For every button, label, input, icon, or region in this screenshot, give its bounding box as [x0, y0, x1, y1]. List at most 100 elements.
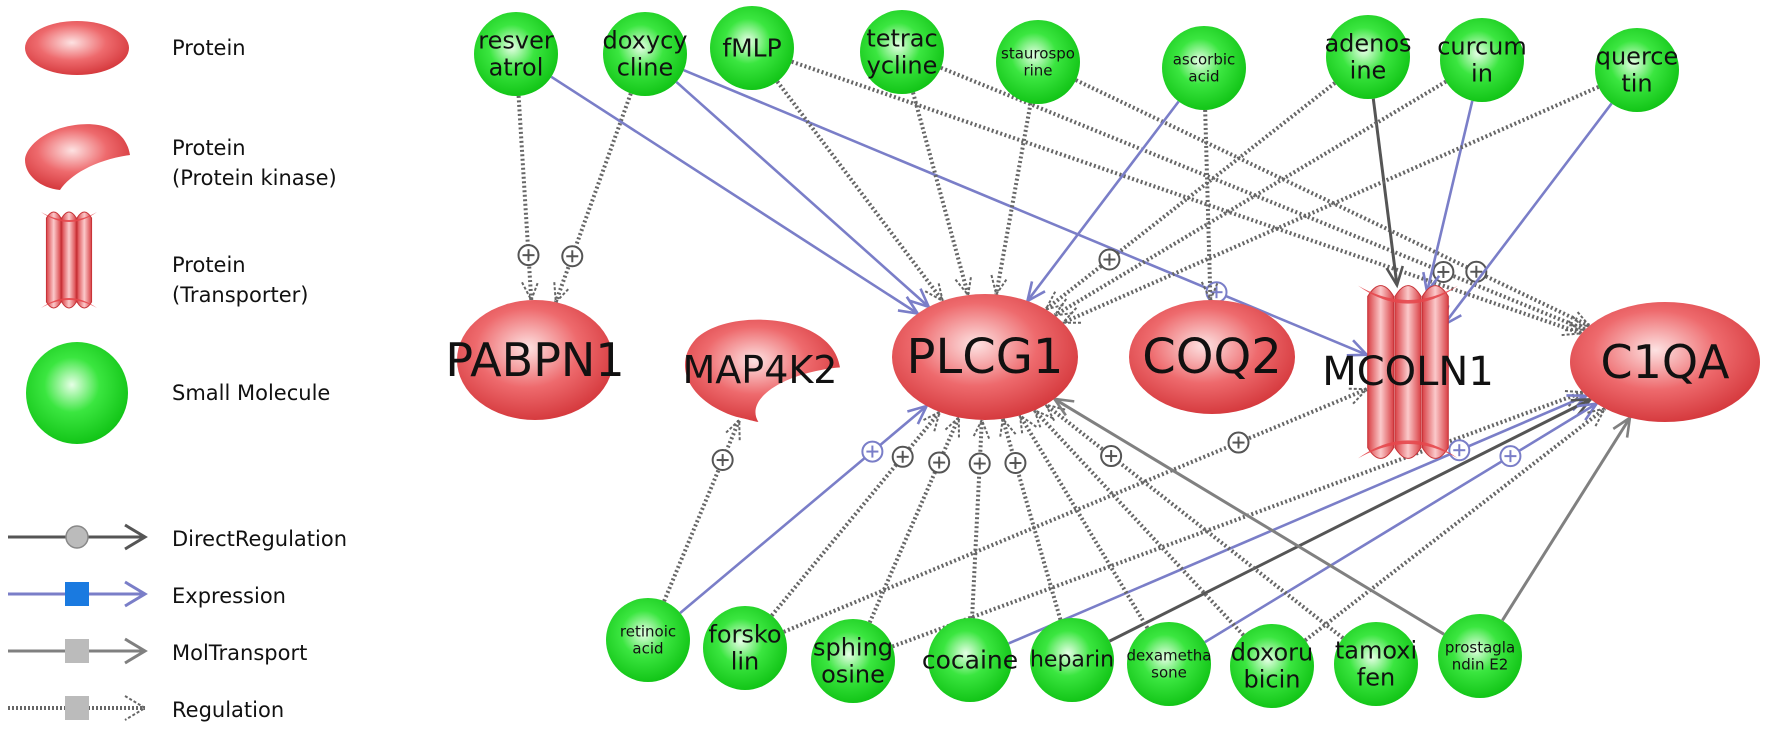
arrowhead-icon — [1052, 298, 1075, 317]
node-label: tetrac — [866, 25, 937, 53]
edge-resveratrol-PLCG1[interactable] — [550, 75, 921, 316]
small-molecule-shape — [811, 619, 895, 703]
node-label: doxoru — [1231, 639, 1313, 667]
edge-retinoic-PLCG1[interactable] — [679, 403, 930, 614]
edge-tetracycline-PLCG1[interactable] — [911, 92, 973, 298]
node-label: resver — [478, 27, 554, 55]
expression-marker-icon — [65, 582, 89, 606]
edge-sphingosine-PLCG1[interactable] — [867, 415, 961, 624]
small-molecule-shape — [1438, 614, 1522, 698]
regulation-marker-icon — [65, 696, 89, 720]
edge-line — [1442, 102, 1613, 326]
edge-doxorubicin-PLCG1[interactable] — [1032, 408, 1245, 637]
transporter-tube — [1421, 285, 1449, 459]
direct-marker-icon — [65, 525, 89, 549]
edge-ascorbic-COQ2[interactable] — [1200, 109, 1219, 303]
node-label: forsko — [708, 621, 781, 649]
small-molecule-shape — [474, 12, 558, 96]
node-label: retinoic — [620, 623, 676, 641]
edge-line — [1044, 403, 1345, 640]
node-PLCG1[interactable]: PLCG1 — [892, 294, 1078, 420]
plus-icon — [891, 445, 914, 468]
node-fMLP[interactable]: fMLP — [710, 6, 794, 90]
node-PABPN1[interactable]: PABPN1 — [445, 300, 625, 420]
node-heparin[interactable]: heparin — [1030, 618, 1114, 702]
legend-transporter-label-2: (Transporter) — [172, 283, 308, 307]
edge-retinoic-MAP4K2[interactable] — [662, 417, 742, 602]
node-label: doxycy — [603, 27, 688, 55]
edge-doxorubicin-C1QA[interactable] — [1303, 406, 1607, 642]
edge-line — [1108, 398, 1592, 643]
node-label: fMLP — [722, 34, 781, 63]
arrowhead-icon — [1561, 318, 1584, 337]
edge-staurosporine-C1QA[interactable] — [1075, 78, 1592, 328]
edge-forskolin-MCOLN1[interactable] — [783, 387, 1370, 634]
edge-cocaine-C1QA[interactable] — [1008, 394, 1590, 645]
edge-doxycycline-PABPN1[interactable] — [553, 92, 633, 305]
edge-ascorbic-PLCG1[interactable] — [1025, 100, 1180, 304]
edge-cocaine-PLCG1[interactable] — [968, 417, 991, 619]
node-MAP4K2[interactable]: MAP4K2 — [683, 319, 840, 422]
edge-prostaglandin-C1QA[interactable] — [1501, 415, 1632, 622]
edge-line — [679, 405, 928, 614]
edge-staurosporine-PLCG1[interactable] — [990, 102, 1033, 297]
edge-quercetin-MCOLN1[interactable] — [1441, 102, 1613, 328]
edge-sphingosine-C1QA[interactable] — [891, 389, 1586, 649]
edge-adenosine-PLCG1[interactable] — [1043, 81, 1337, 311]
edge-curcumin-PLCG1[interactable] — [1052, 79, 1447, 318]
edge-heparin-C1QA[interactable] — [1108, 397, 1594, 643]
edge-line — [1053, 397, 1445, 636]
small-molecule-shape — [860, 10, 944, 94]
edge-tamoxifen-PLCG1[interactable] — [1043, 403, 1345, 640]
edge-line — [970, 419, 984, 619]
edge-heparin-PLCG1[interactable] — [998, 416, 1063, 621]
edge-quercetin-PLCG1[interactable] — [1060, 85, 1600, 325]
arrowhead-icon — [1200, 281, 1219, 303]
edge-resveratrol-PABPN1[interactable] — [516, 95, 540, 303]
arrowhead-icon — [1018, 413, 1037, 436]
edge-dexamethasone-C1QA[interactable] — [1204, 401, 1600, 644]
node-MCOLN1[interactable]: MCOLN1 — [1322, 285, 1494, 459]
node-cocaine[interactable]: cocaine — [922, 618, 1018, 702]
plus-icon — [1448, 439, 1471, 462]
edge-forskolin-PLCG1[interactable] — [770, 410, 942, 617]
small-molecule-shape — [606, 598, 690, 682]
regulation-arrowhead-icon — [124, 695, 147, 721]
node-label: tin — [1621, 69, 1652, 97]
edge-line — [1371, 98, 1399, 286]
edge-fMLP-PLCG1[interactable] — [775, 80, 945, 303]
node-C1QA[interactable]: C1QA — [1570, 302, 1760, 422]
edge-line — [1425, 100, 1474, 293]
edge-fMLP-C1QA[interactable] — [791, 59, 1584, 337]
edge-line — [783, 387, 1368, 634]
legend-direct-label: DirectRegulation — [172, 527, 347, 551]
node-COQ2[interactable]: COQ2 — [1129, 300, 1295, 414]
plus-icon — [561, 245, 584, 268]
arrowhead-icon — [1565, 314, 1588, 332]
edge-adenosine-MCOLN1[interactable] — [1371, 98, 1405, 289]
transporter-tube — [1367, 285, 1395, 459]
node-label: osine — [821, 660, 885, 688]
protein-shape — [457, 300, 613, 420]
plus-icon — [517, 244, 540, 267]
legend-protein-label: Protein — [172, 36, 246, 60]
small-molecule-shape — [1326, 15, 1410, 99]
edge-tetracycline-C1QA[interactable] — [940, 65, 1588, 332]
edge-dexamethasone-PLCG1[interactable] — [1018, 413, 1150, 630]
edge-line — [994, 102, 1033, 295]
